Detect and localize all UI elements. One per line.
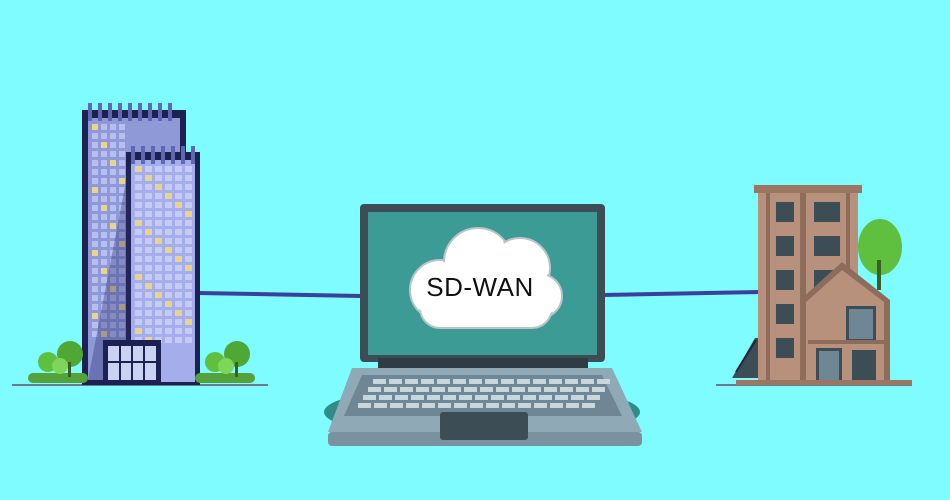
sd-wan-label: SD-WAN bbox=[426, 272, 534, 302]
office-tower-icon bbox=[12, 103, 268, 386]
branch-building-icon bbox=[716, 185, 912, 386]
tree-icon bbox=[28, 341, 88, 383]
cloud-icon bbox=[409, 227, 563, 329]
tree-icon bbox=[858, 219, 902, 290]
tree-icon bbox=[195, 341, 255, 383]
